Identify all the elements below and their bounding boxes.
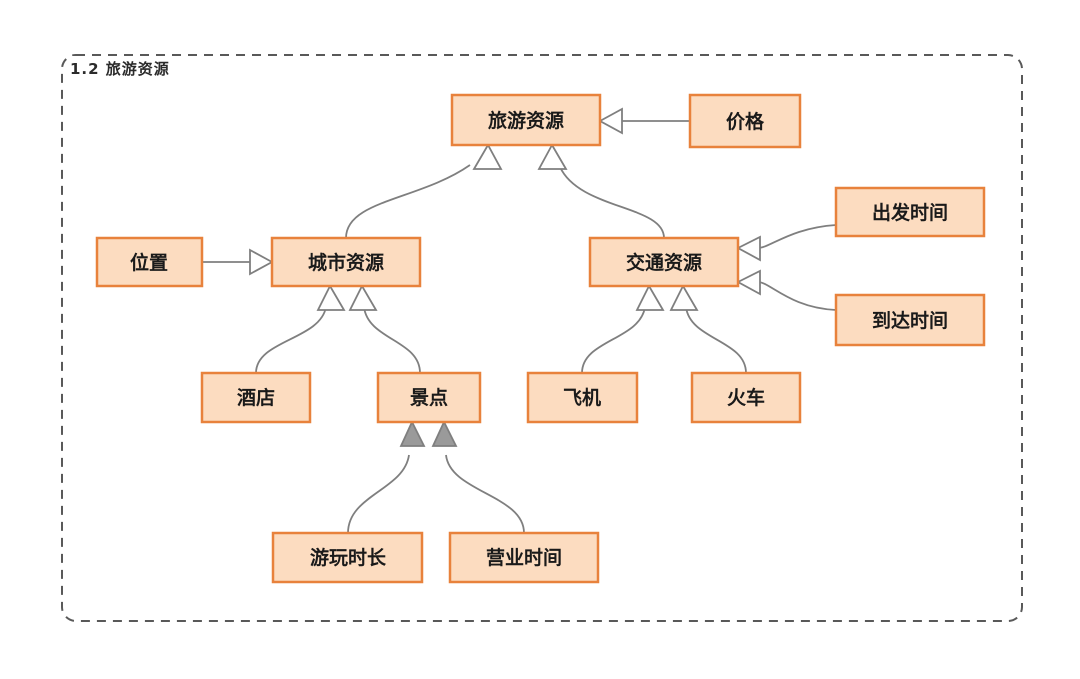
edge-airplane-to-transport	[581, 284, 665, 374]
hollow-triangle-arrowhead	[598, 107, 623, 135]
edge-playtime-to-attraction	[347, 419, 426, 534]
edge-city-to-tourism	[345, 143, 503, 239]
node-train[interactable]: 火车	[690, 371, 802, 424]
node-airplane[interactable]: 飞机	[526, 371, 639, 424]
hollow-triangle-arrowhead	[348, 284, 378, 311]
hollow-triangle-arrowhead	[316, 284, 346, 311]
edge-train-to-transport	[669, 284, 747, 374]
edge-transport-to-tourism	[537, 143, 665, 239]
node-play-duration[interactable]: 游玩时长	[271, 531, 424, 584]
node-arrival-time[interactable]: 到达时间	[834, 293, 986, 347]
node-label-train: 火车	[727, 386, 765, 409]
node-tourism[interactable]: 旅游资源	[450, 93, 602, 147]
node-label-hotel: 酒店	[237, 386, 275, 409]
node-label-location: 位置	[130, 251, 168, 274]
hollow-triangle-arrowhead	[537, 143, 568, 170]
node-label-play-duration: 游玩时长	[310, 546, 387, 569]
edge-price-to-tourism	[598, 107, 690, 135]
node-transport-resource[interactable]: 交通资源	[588, 236, 740, 288]
node-business-hours[interactable]: 营业时间	[448, 531, 600, 584]
hollow-triangle-arrowhead	[669, 284, 699, 311]
edge-location-to-city	[202, 248, 274, 276]
node-label-airplane: 飞机	[563, 387, 601, 409]
node-label-city-resource: 城市资源	[308, 251, 384, 274]
node-label-arrival-time: 到达时间	[872, 309, 948, 332]
hollow-triangle-arrowhead	[736, 269, 761, 296]
node-label-business-hours: 营业时间	[486, 546, 562, 569]
node-label-price: 价格	[726, 110, 765, 133]
node-label-tourism: 旅游资源	[488, 109, 564, 132]
edge-layer	[202, 107, 837, 534]
node-price[interactable]: 价格	[688, 93, 802, 149]
node-layer: 旅游资源 价格 位置 城市资源 交通资源 出发时间	[95, 93, 986, 584]
node-label-departure-time: 出发时间	[872, 201, 948, 224]
filled-triangle-arrowhead	[431, 419, 458, 447]
group-container	[61, 54, 1023, 622]
hollow-triangle-arrowhead	[249, 248, 274, 276]
node-label-attraction: 景点	[410, 387, 448, 409]
edge-departure-to-transport	[736, 224, 837, 262]
node-departure-time[interactable]: 出发时间	[834, 186, 986, 238]
edge-hotel-to-city	[255, 284, 346, 374]
edge-arrival-to-transport	[736, 269, 837, 311]
hollow-triangle-arrowhead	[736, 235, 761, 262]
group-title-backdrop	[68, 56, 196, 78]
node-city-resource[interactable]: 城市资源	[270, 236, 422, 288]
hollow-triangle-arrowhead	[635, 284, 665, 311]
edge-opentime-to-attraction	[431, 419, 525, 534]
filled-triangle-arrowhead	[399, 419, 426, 447]
node-location[interactable]: 位置	[95, 236, 204, 288]
hollow-triangle-arrowhead	[472, 143, 503, 170]
node-label-transport-resource: 交通资源	[626, 251, 702, 274]
edge-attraction-to-city	[348, 284, 421, 374]
group-title: 1.2 旅游资源	[70, 60, 170, 78]
node-attraction[interactable]: 景点	[376, 371, 482, 424]
node-hotel[interactable]: 酒店	[200, 371, 312, 424]
